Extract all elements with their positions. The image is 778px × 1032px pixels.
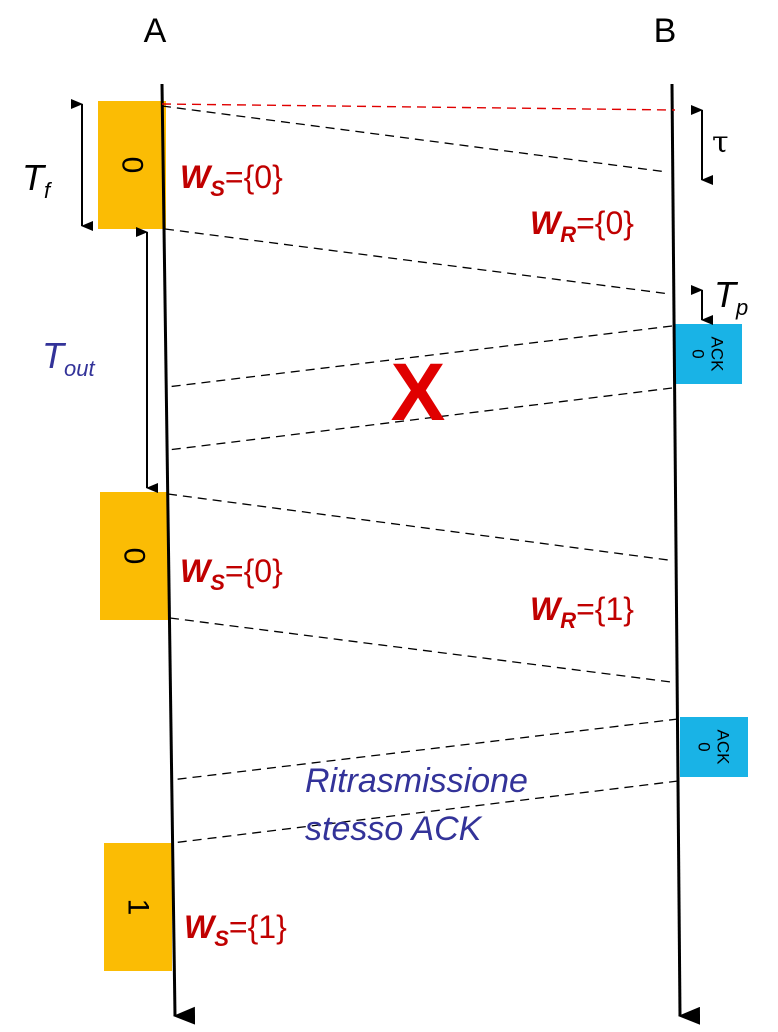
ack-2-trail-line [171, 780, 679, 844]
retransmission-note-line-2: stesso ACK [305, 810, 483, 848]
frame-1-trail-line [164, 228, 671, 295]
sender-window-3: WS={1} [184, 909, 287, 951]
ack-1-trail-line [167, 387, 673, 451]
frame-2-lead-line [167, 493, 669, 561]
frame-box-3 [104, 843, 172, 971]
sender-window-2-value: ={0} [225, 553, 283, 589]
receiver-window-1: WR={0} [530, 205, 634, 247]
receiver-window-1-symbol: W [530, 205, 563, 241]
sender-window-3-value: ={1} [229, 909, 287, 945]
sender-window-3-symbol: W [184, 909, 217, 945]
receiver-window-2: WR={1} [530, 591, 634, 633]
loss-marker: X [391, 347, 446, 438]
sender-window-3-sub: S [214, 926, 229, 951]
tp-sub: p [735, 295, 748, 320]
ack-1-lead-line [166, 325, 673, 388]
sender-window-2: WS={0} [180, 553, 283, 595]
timeline-a [160, 83, 196, 1025]
frame-1-start-line [161, 103, 676, 111]
tau-label: τ [712, 125, 729, 160]
frame-2-number: 0 [118, 548, 151, 565]
timeline-b [670, 83, 701, 1025]
ack-1-label: ACK 0 [689, 337, 727, 373]
ack-2-number: 0 [695, 742, 714, 751]
tout-main: T [42, 335, 67, 376]
receiver-window-1-sub: R [560, 222, 576, 247]
sender-window-1: WS={0} [180, 159, 283, 201]
receiver-window-2-value: ={1} [576, 591, 634, 627]
ack-1-text: ACK [708, 337, 727, 373]
tp-label: Tp [714, 274, 748, 320]
ack-2-label: ACK 0 [695, 730, 733, 766]
ack-2-lead-line [170, 718, 679, 781]
ack-2-text: ACK [714, 730, 733, 766]
frame-3-number: 1 [122, 899, 155, 916]
ack-box-1 [674, 324, 742, 384]
frame-box-2 [100, 492, 168, 620]
frame-1-number: 0 [116, 157, 149, 174]
sender-window-2-sub: S [210, 570, 225, 595]
retransmission-note-line-1: Ritrasmissione [305, 762, 528, 800]
receiver-window-2-sub: R [560, 608, 576, 633]
node-b-label: B [654, 12, 677, 50]
tout-sub: out [64, 356, 95, 381]
frame-1-lead-line [161, 105, 668, 173]
receiver-window-1-value: ={0} [576, 205, 634, 241]
ack-1-number: 0 [689, 349, 708, 358]
sender-window-1-sub: S [210, 176, 225, 201]
tf-sub: f [44, 178, 53, 203]
receiver-window-2-symbol: W [530, 591, 563, 627]
tp-main: T [714, 274, 739, 315]
ack-box-2 [680, 717, 748, 777]
tout-label: Tout [42, 335, 95, 381]
sender-window-1-value: ={0} [225, 159, 283, 195]
frame-box-1 [98, 101, 166, 229]
sender-window-1-symbol: W [180, 159, 213, 195]
node-a-label: A [144, 12, 167, 50]
sender-window-2-symbol: W [180, 553, 213, 589]
tf-label: Tf [22, 157, 53, 203]
frame-2-trail-line [169, 617, 672, 683]
tf-main: T [22, 157, 47, 198]
